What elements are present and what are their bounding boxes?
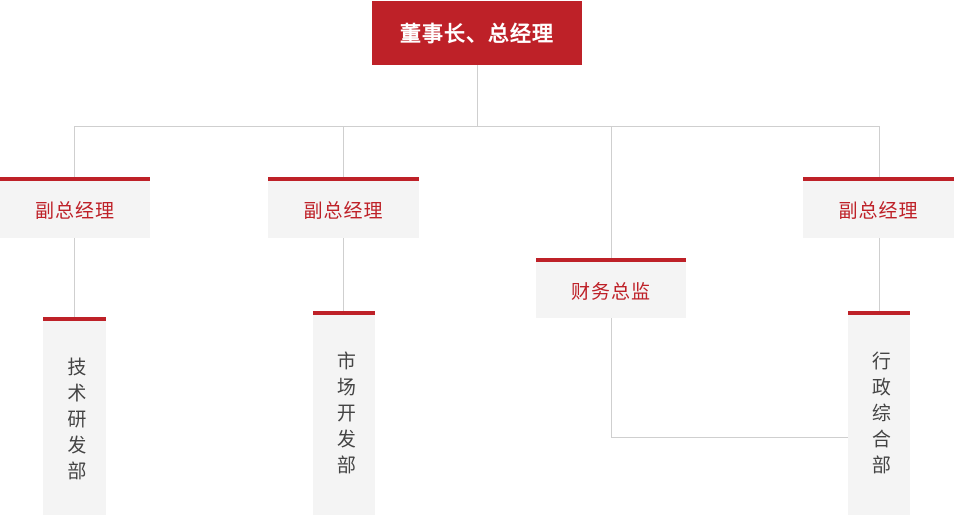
- box-administration-general-department-label: 行政综合部: [868, 351, 890, 481]
- connector-branch-2: [343, 126, 344, 177]
- box-market-development-department-label: 市场开发部: [333, 351, 355, 481]
- box-chairman-general-manager[interactable]: 董事长、总经理: [372, 1, 582, 65]
- box-deputy-general-manager-2[interactable]: 副总经理: [268, 177, 419, 238]
- box-deputy-general-manager-2-label: 副总经理: [303, 201, 384, 222]
- box-finance-director[interactable]: 财务总监: [536, 258, 686, 318]
- connector-dept-3: [879, 238, 880, 317]
- box-market-development-department[interactable]: 市场开发部: [313, 311, 375, 515]
- connector-dept-2: [343, 238, 344, 317]
- box-finance-director-label: 财务总监: [570, 281, 651, 303]
- connector-main-bar: [74, 126, 880, 127]
- connector-finance-drop: [611, 318, 612, 438]
- box-chairman-label: 董事长、总经理: [400, 23, 554, 46]
- box-technology-rd-department[interactable]: 技术研发部: [43, 317, 106, 515]
- connector-finance-to-admin: [611, 437, 848, 438]
- box-deputy-general-manager-1[interactable]: 副总经理: [0, 177, 150, 238]
- connector-branch-4: [879, 126, 880, 177]
- box-deputy-general-manager-1-label: 副总经理: [34, 201, 115, 222]
- connector-dept-1: [74, 238, 75, 317]
- box-administration-general-department[interactable]: 行政综合部: [848, 311, 910, 515]
- box-technology-rd-department-label: 技术研发部: [64, 357, 86, 487]
- connector-branch-3: [611, 126, 612, 258]
- connector-top-drop: [477, 65, 478, 126]
- connector-branch-1: [74, 126, 75, 177]
- box-deputy-general-manager-3[interactable]: 副总经理: [803, 177, 954, 238]
- box-deputy-general-manager-3-label: 副总经理: [838, 201, 919, 222]
